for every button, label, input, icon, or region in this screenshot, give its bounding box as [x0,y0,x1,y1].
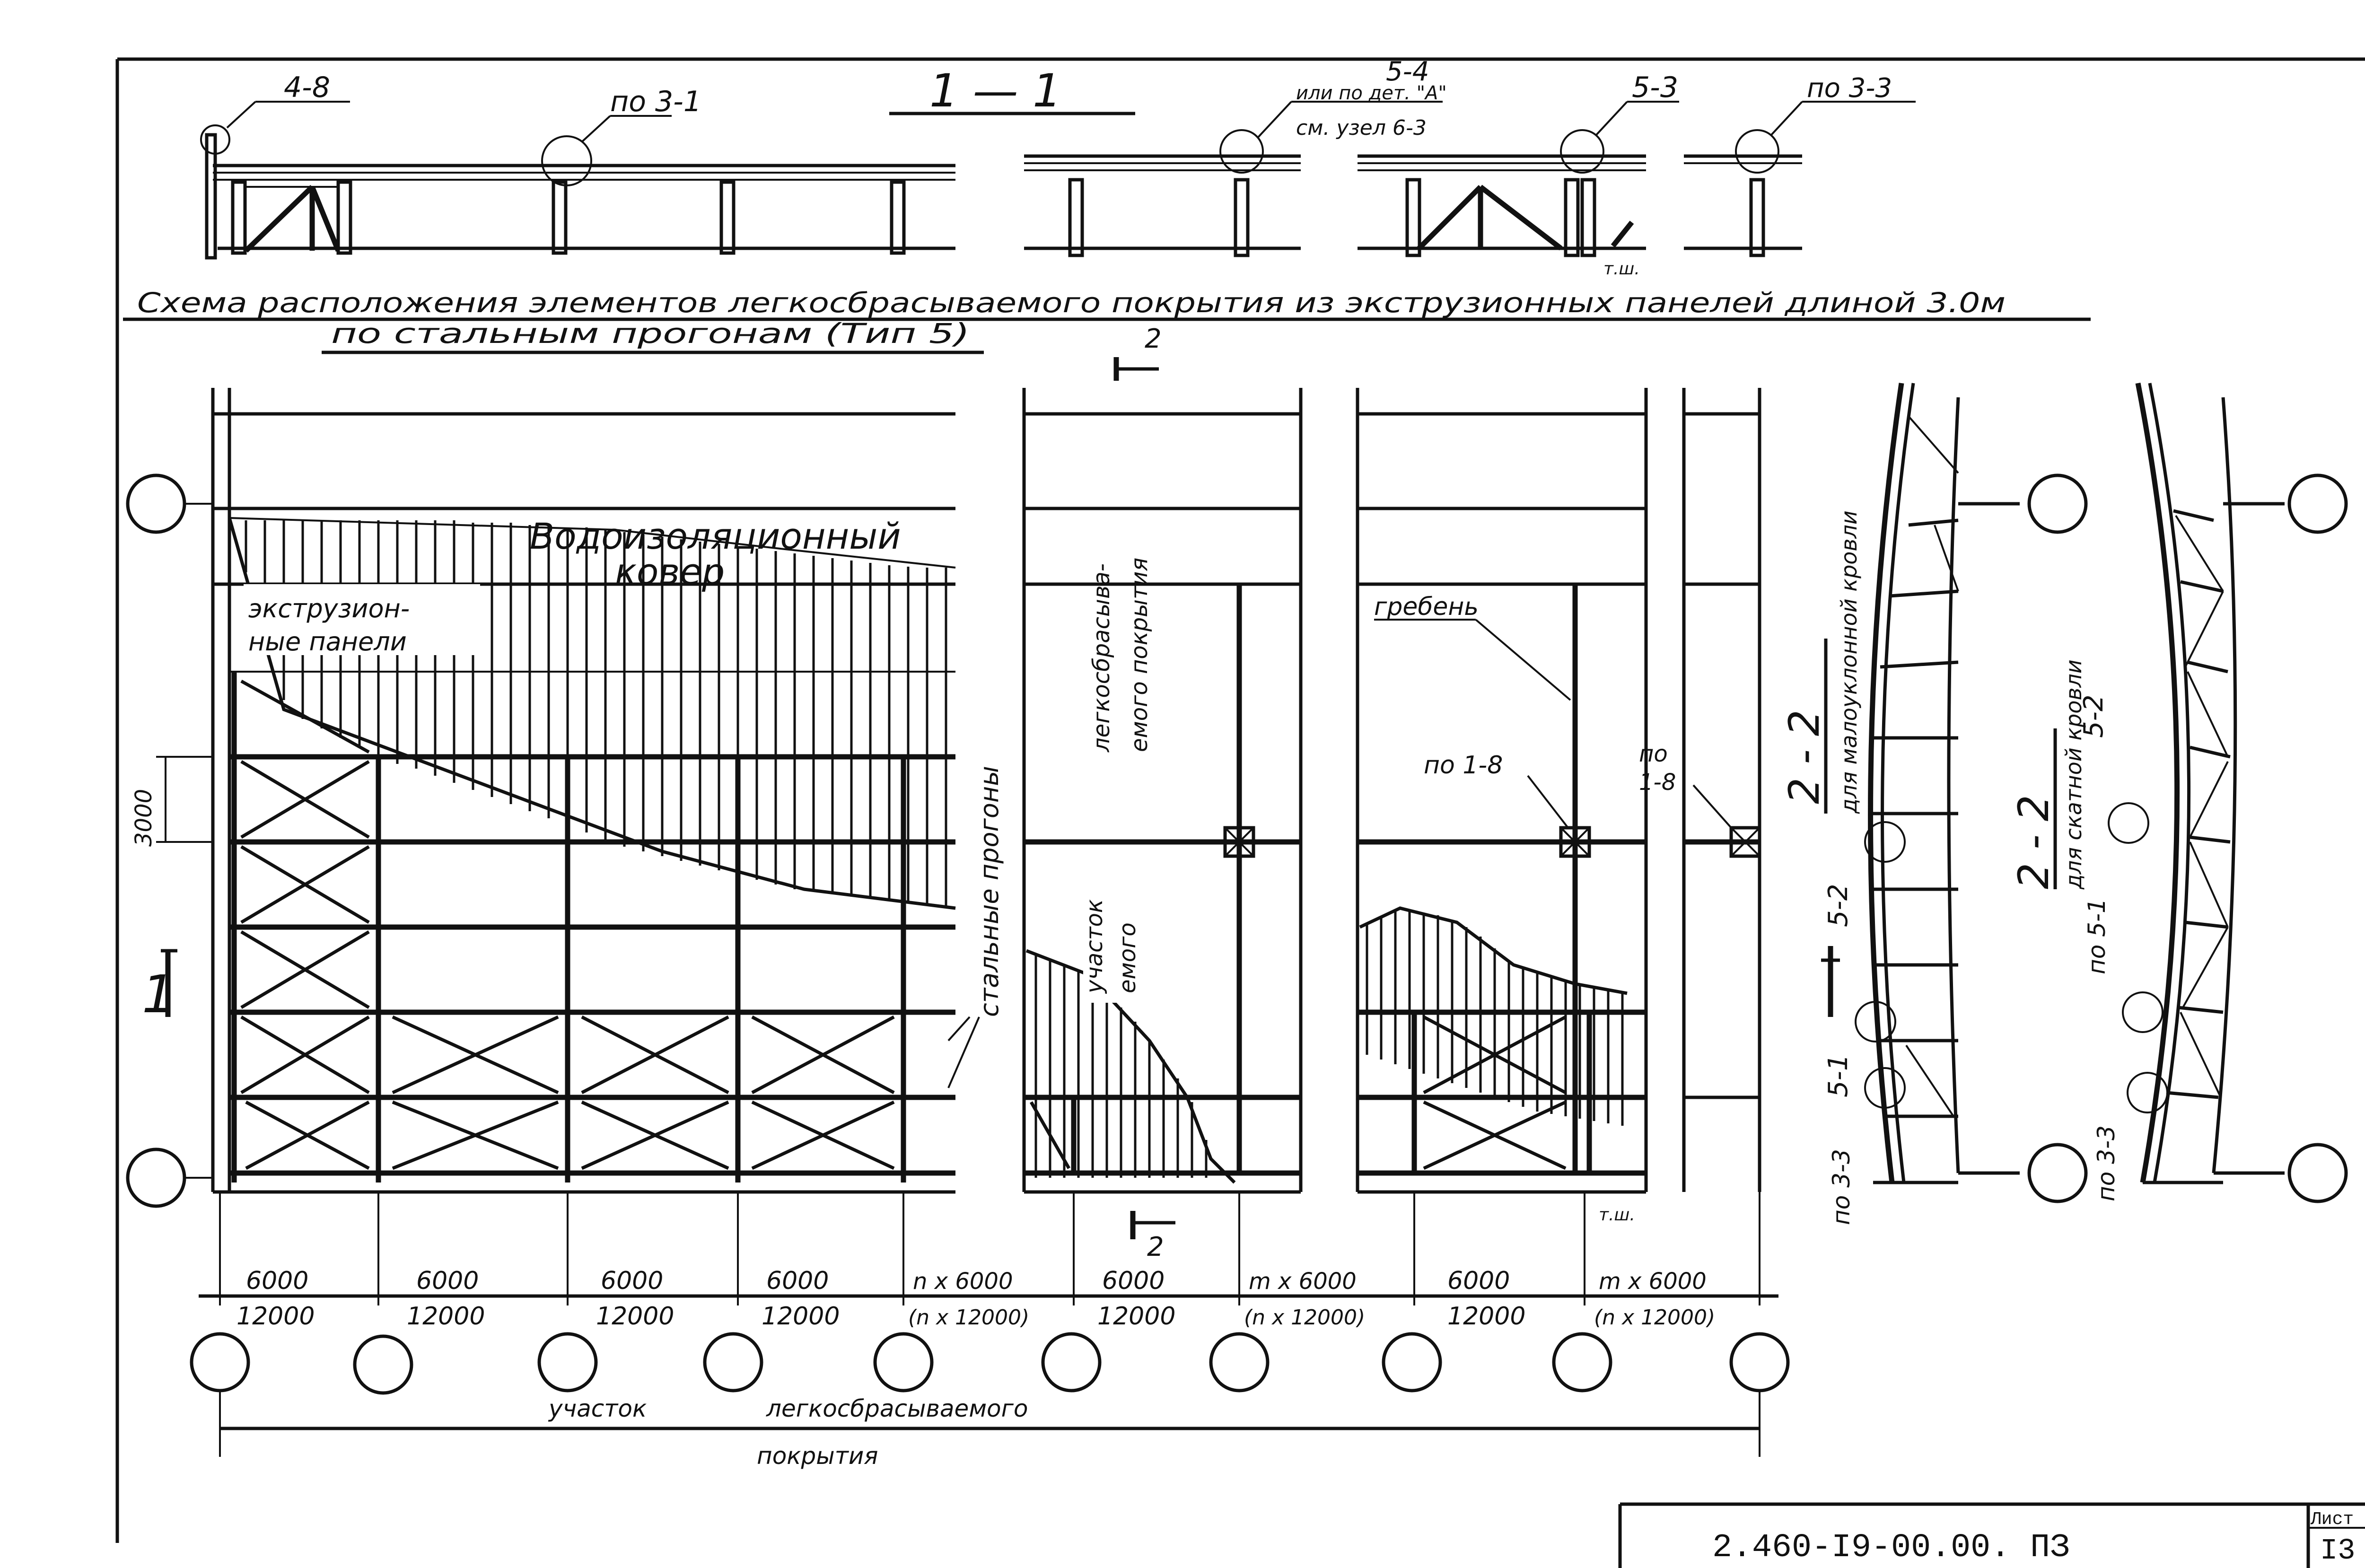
axis-bubble-3 [537,1332,598,1393]
section-1-1-block-1: 4-8 по 3-1 [200,71,955,260]
dim-bottom-5: (n x 12000) [908,1305,1029,1330]
drawing-code: 2.460-I9-00.00. ПЗ [1712,1529,2070,1567]
sheet-frame [115,57,2365,1543]
dim-bottom-2: 12000 [407,1302,485,1331]
ridge-label: гребень [1374,593,1479,621]
section-1-1-block-3: 5-3 т.ш. [1358,71,1679,279]
steel-purlins-label: стальные прогоны [974,766,1004,1017]
axis-bubble-4 [703,1332,763,1393]
section-2-2-low-slope: 2 - 2 для малоуклонной кровли 5-2 5-1 по… [1780,383,2088,1225]
section-mark-2-top: 2 [1145,324,1162,354]
waterproofing-label-2: ковер [615,551,725,593]
callout-4-8: 4-8 [284,71,330,104]
dim-bottom-3: 12000 [596,1302,674,1331]
section-2-2-pitched-caption: для скатной кровли [2061,659,2086,890]
dim-bottom-4: 12000 [762,1302,840,1331]
po-1-8-label-a: по 1-8 [1424,751,1503,780]
dim-3000: 3000 [131,789,157,847]
section-mark-2-bottom: 2 [1147,1232,1164,1262]
callout-5-1-low: 5-1 [1823,1054,1854,1097]
callout-po-5-1-pitched: по 5-1 [2083,898,2111,974]
plan-panel-4: по 1-8 [1639,388,1840,1192]
callout-5-2-low: 5-2 [1823,884,1854,927]
callout-5-3: 5-3 [1632,71,1678,104]
axis-bubble-left-top [126,473,186,534]
axis-bubble-right-bottom-2 [2287,1143,2348,1203]
axis-bubble-1 [190,1332,250,1393]
area-label-3: покрытия [757,1442,878,1470]
axis-bubble-8 [1382,1332,1442,1393]
section-2-2-low-caption: для малоуклонной кровли [1836,510,1862,814]
tsh-label-top: т.ш. [1603,259,1640,279]
axis-bubble-9 [1552,1332,1612,1393]
section-1-1-block-2: 5-4 или по дет. "А" см. узел 6-3 [1024,56,1447,257]
light-area-label-2: емого покрытия [1126,558,1153,752]
plan-view: Водоизоляционный ковер экструзион- ные п… [126,324,1840,1262]
callout-po-3-3-pitched: по 3-3 [2093,1125,2120,1201]
uchastok-label-1: участок [1081,899,1108,994]
dim-top-1: 6000 [246,1267,308,1295]
sheet-label: Лист [2310,1509,2354,1530]
plan-panel-1: Водоизоляционный ковер экструзион- ные п… [131,388,1004,1194]
po-1-8-label-b-2: 1-8 [1639,769,1676,796]
axis-bubble-right-bottom-1 [2027,1143,2088,1203]
axis-bubble-2 [353,1334,413,1395]
area-label-2: легкосбрасываемого [766,1395,1028,1422]
label-backing [244,584,480,655]
section-2-2-low-mark: 2 - 2 [1780,710,1829,804]
axis-bubble-10 [1729,1332,1790,1393]
dim-top-5: n x 6000 [913,1268,1013,1295]
dimension-chain: 6000 6000 6000 6000 n x 6000 6000 m x 60… [190,1192,1790,1470]
dim-top-7: m x 6000 [1249,1268,1357,1295]
light-area-label-1: легкосбрасыва- [1088,563,1115,753]
section-1-1: 1 — 1 4-8 по 3-1 [200,56,1916,279]
callout-po-3-3: по 3-3 [1807,73,1892,104]
uchastok-label-2: емого [1114,922,1141,993]
sheet-number: I3 [2320,1534,2355,1568]
dim-top-9: m x 6000 [1599,1268,1707,1295]
axis-bubble-6 [1041,1332,1102,1393]
title-line-1: Схема расположения элементов легкосбрасы… [137,287,2006,319]
dim-bottom-9: (n x 12000) [1594,1305,1715,1330]
callout-or-detail-a: или по дет. "А" [1296,82,1447,104]
dim-top-6: 6000 [1102,1267,1165,1295]
dim-bottom-6: 12000 [1097,1302,1175,1331]
dim-top-8: 6000 [1447,1267,1510,1295]
callout-po-3-3-low: по 3-3 [1828,1149,1855,1225]
callout-see-node-6-3: см. узел 6-3 [1296,116,1427,140]
axis-bubble-left-bottom [126,1148,186,1208]
waterproofing-label-1: Водоизоляционный [530,515,901,557]
title-block: 2.460-I9-00.00. ПЗ Лист I3 [1618,1502,2365,1568]
drawing-title: Схема расположения элементов легкосбрасы… [123,287,2091,354]
section-2-2-pitched-mark: 2 - 2 [2009,795,2058,889]
section-2-2-pitched: 2 - 2 для скатной кровли 5-2 по 5-1 по 3… [2009,382,2348,1203]
axis-bubble-5 [873,1332,934,1393]
hatched-panels-area [228,517,956,910]
section-1-1-mark: 1 — 1 [929,64,1061,117]
extrusion-panels-label-1: экструзион- [248,594,410,623]
extrusion-panels-label-2: ные панели [248,627,407,657]
title-line-2: по стальным прогонам (Тип 5) [331,317,970,350]
po-1-8-label-b-1: по [1639,741,1668,767]
callout-5-2-pitched: 5-2 [2078,695,2109,738]
dim-top-4: 6000 [766,1267,829,1295]
label-backing-2 [1083,847,1135,1003]
dim-bottom-1: 12000 [236,1302,315,1331]
axis-bubble-right-top-2 [2287,473,2348,534]
dim-bottom-7: (n x 12000) [1244,1305,1365,1330]
section-1-1-block-4: по 3-3 [1684,73,1916,257]
axis-bubble-right-top-1 [2027,473,2088,534]
dim-top-2: 6000 [416,1267,479,1295]
dim-top-3: 6000 [601,1267,663,1295]
dim-bottom-8: 12000 [1447,1302,1525,1331]
plan-panel-2: легкосбрасыва- емого покрытия участок ем… [1022,324,1303,1262]
area-label-1: участок [548,1395,647,1422]
callout-po-3-1: по 3-1 [610,85,701,118]
tsh-label-plan: т.ш. [1599,1205,1635,1225]
plan-panel-3: гребень по 1-8 т.ш. [1356,388,1648,1225]
callout-5-4: 5-4 [1386,56,1429,87]
axis-bubble-7 [1209,1332,1270,1393]
